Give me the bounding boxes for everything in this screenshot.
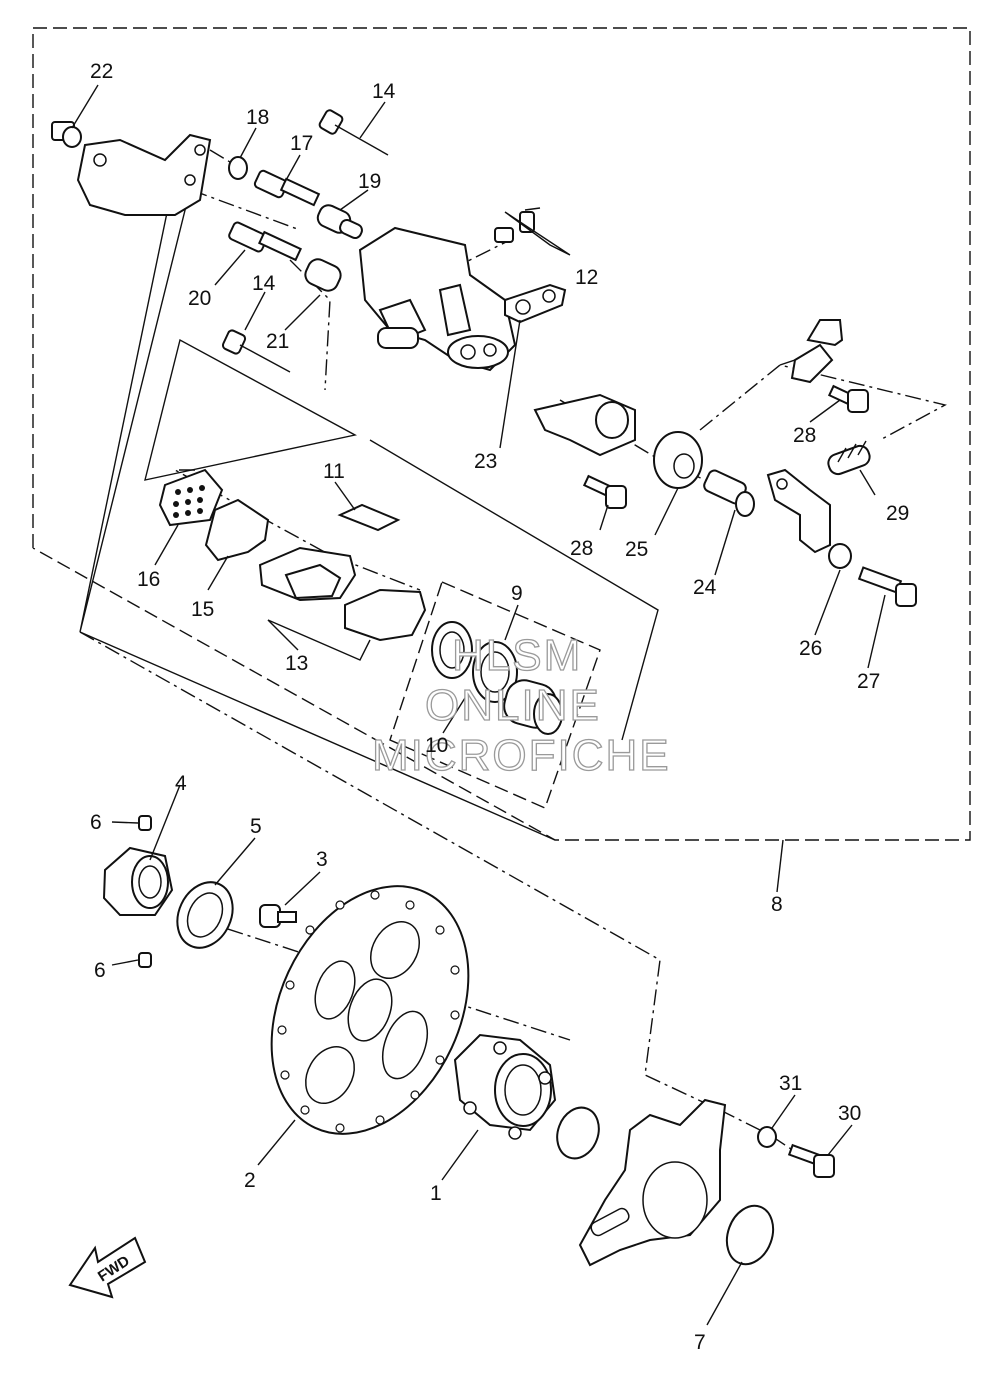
part-23-gasket xyxy=(504,283,567,324)
part-caliper-bracket xyxy=(76,133,212,216)
callout-11: 11 xyxy=(323,460,345,483)
part-6-nipple-lower xyxy=(138,952,152,968)
callout-17: 17 xyxy=(290,132,313,155)
part-9-piston-seal-inner xyxy=(472,641,518,703)
fwd-arrow-icon: FWD xyxy=(68,1236,147,1299)
callout-23: 23 xyxy=(474,450,497,473)
callout-31: 31 xyxy=(779,1072,802,1095)
callout-27: 27 xyxy=(857,670,880,693)
callout-21: 21 xyxy=(266,330,289,353)
caliper-assembly-outline xyxy=(32,27,971,841)
callout-15: 15 xyxy=(191,598,214,621)
part-14-pin-upper xyxy=(318,109,389,156)
callout-2: 2 xyxy=(244,1169,256,1192)
part-o-ring xyxy=(556,1106,600,1160)
part-15-shim-plate xyxy=(204,498,270,562)
callout-13: 13 xyxy=(285,652,308,675)
callout-3: 3 xyxy=(316,848,328,871)
part-banjo-fitting xyxy=(533,393,636,457)
part-21-boot xyxy=(304,258,342,292)
callout-22: 22 xyxy=(90,60,113,83)
callout-6-upper: 6 xyxy=(90,811,102,834)
axis-line-bracket xyxy=(79,631,721,1111)
part-hose-guide-lower xyxy=(766,468,831,554)
callout-30: 30 xyxy=(838,1102,861,1125)
part-22-collar xyxy=(51,121,82,148)
watermark: HLSM ONLINE MICROFICHE xyxy=(371,630,671,780)
callout-18: 18 xyxy=(246,106,269,129)
part-25-roller xyxy=(653,431,703,489)
callout-1: 1 xyxy=(430,1182,442,1205)
part-1-hub xyxy=(453,1033,557,1140)
callout-20: 20 xyxy=(188,287,211,310)
part-27-bolt xyxy=(857,566,917,607)
callout-10: 10 xyxy=(425,734,448,757)
part-30-bolt xyxy=(787,1143,835,1178)
part-caliper-body xyxy=(358,226,517,372)
part-caliper-support-bracket xyxy=(578,1098,727,1267)
bracket-guide-29 xyxy=(699,364,947,441)
part-28-bolt-lower xyxy=(582,474,627,509)
outline-edge xyxy=(79,631,556,841)
callout-8: 8 xyxy=(771,893,783,916)
piston-kit-outline xyxy=(389,581,601,809)
callout-6-lower: 6 xyxy=(94,959,106,982)
part-12-bleed-screw xyxy=(494,207,541,243)
axis-line-hub xyxy=(199,919,571,1041)
label-leaders xyxy=(71,84,886,1326)
part-9-piston-seal-outer xyxy=(431,621,473,679)
part-hose-guide-upper xyxy=(790,319,844,384)
callout-25: 25 xyxy=(625,538,648,561)
part-3-bolt xyxy=(259,904,297,928)
part-29-spring xyxy=(827,440,871,476)
part-16-pad-spring xyxy=(158,468,224,527)
callout-14-lower: 14 xyxy=(252,272,276,295)
callout-16: 16 xyxy=(137,568,160,591)
watermark-line-2: ONLINE xyxy=(425,681,601,730)
callout-26: 26 xyxy=(799,637,822,660)
part-13-pad-front xyxy=(258,546,357,602)
caliper-assembly-inner-outline xyxy=(79,149,201,633)
part-10-piston xyxy=(503,679,563,735)
part-31-washer xyxy=(757,1126,777,1148)
part-7-circlip xyxy=(725,1204,775,1266)
callout-5: 5 xyxy=(250,815,262,838)
callout-7: 7 xyxy=(694,1331,706,1354)
part-28-bolt-upper xyxy=(827,384,869,413)
part-13-pad-rear xyxy=(344,588,427,642)
callout-28-upper: 28 xyxy=(793,424,816,447)
part-4-hub-nut xyxy=(102,846,174,916)
part-6-nipple-upper xyxy=(138,815,152,831)
part-18-washer xyxy=(228,156,248,180)
watermark-line-3: MICROFICHE xyxy=(372,731,671,780)
part-17-bolt xyxy=(253,169,321,207)
callout-19: 19 xyxy=(358,170,381,193)
callout-4: 4 xyxy=(175,772,187,795)
axis-line-bolt-30 xyxy=(719,1109,801,1156)
watermark-line-1: HLSM xyxy=(452,631,582,680)
callout-12: 12 xyxy=(575,266,598,289)
callout-29: 29 xyxy=(886,502,909,525)
callout-28-lower: 28 xyxy=(570,537,593,560)
part-24-spacer xyxy=(703,469,755,517)
pad-kit-bracket xyxy=(144,338,357,481)
pad-kit-bracket-line xyxy=(369,439,659,741)
part-11-shim xyxy=(337,503,401,532)
callout-14-upper: 14 xyxy=(372,80,396,103)
part-14-pin-lower xyxy=(221,329,291,373)
part-26-nut xyxy=(828,543,852,569)
callout-9: 9 xyxy=(511,582,523,605)
part-20-pin xyxy=(228,221,302,262)
callout-labels: 22 18 14 17 19 12 20 14 21 23 28 29 11 2… xyxy=(90,60,909,1354)
part-2-brake-disc xyxy=(270,885,470,1135)
part-19-boot xyxy=(316,204,363,240)
callout-24: 24 xyxy=(693,576,717,599)
axis-line-21 xyxy=(289,259,331,391)
part-5-seal xyxy=(176,881,234,949)
